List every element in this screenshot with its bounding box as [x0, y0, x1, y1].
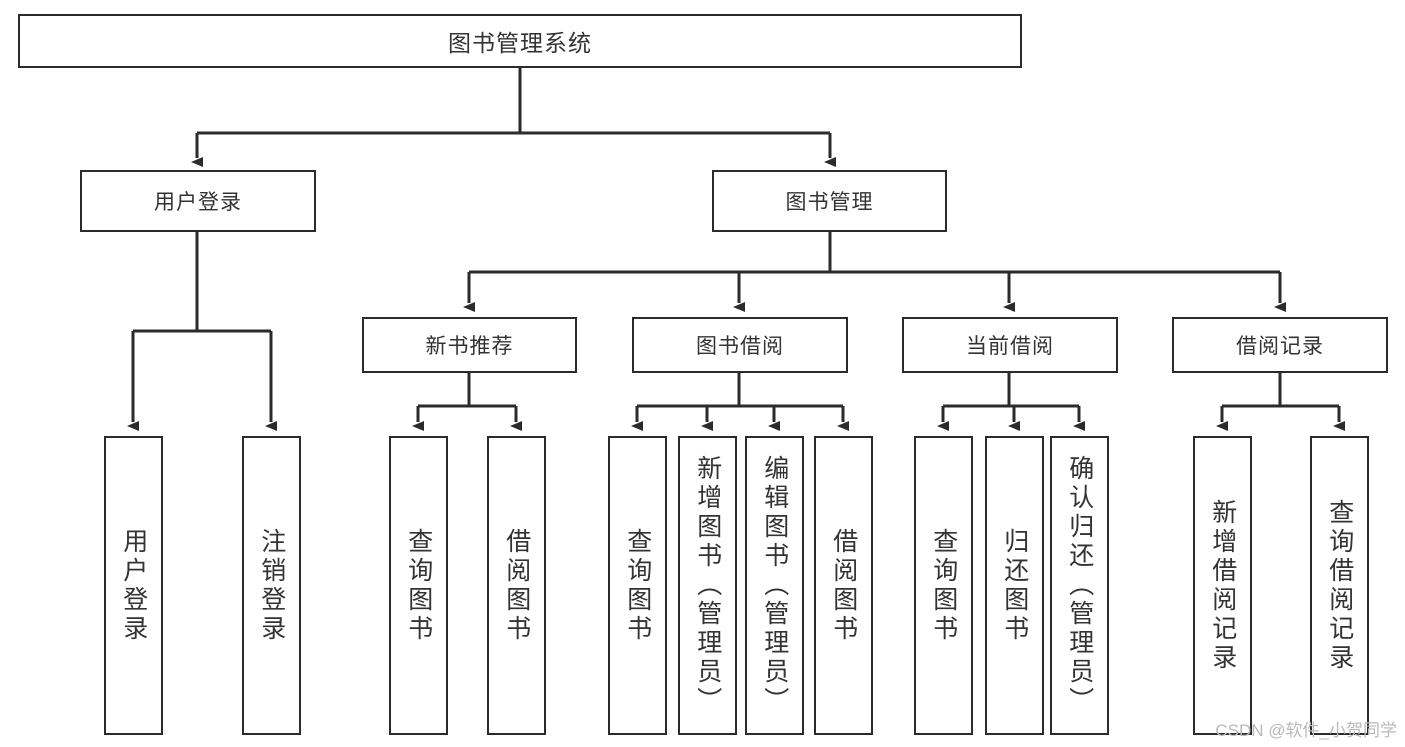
leaf-query-book-rec[interactable]: 查询图书: [389, 436, 448, 735]
node-new-book-recommend-label: 新书推荐: [425, 335, 514, 358]
node-book-manage[interactable]: 图书管理: [712, 170, 947, 232]
leaf-borrow-book-rec-label: 借阅图书: [502, 527, 531, 644]
node-current-borrow[interactable]: 当前借阅: [902, 317, 1118, 373]
node-borrow-record-label: 借阅记录: [1236, 335, 1324, 358]
node-borrow-record[interactable]: 借阅记录: [1172, 317, 1388, 373]
node-root[interactable]: 图书管理系统: [18, 14, 1022, 68]
node-book-borrow[interactable]: 图书借阅: [632, 317, 848, 373]
node-new-book-recommend[interactable]: 新书推荐: [362, 317, 577, 373]
leaf-confirm-return-label: 确认归还（管理员）: [1065, 455, 1094, 716]
leaf-return-book[interactable]: 归还图书: [985, 436, 1044, 735]
leaf-add-record[interactable]: 新增借阅记录: [1193, 436, 1252, 735]
leaf-logout[interactable]: 注销登录: [242, 436, 301, 735]
node-user-login-label: 用户登录: [154, 191, 242, 214]
node-user-login[interactable]: 用户登录: [80, 170, 316, 232]
leaf-query-book-borrow[interactable]: 查询图书: [608, 436, 667, 735]
leaf-edit-book[interactable]: 编辑图书（管理员）: [745, 436, 804, 735]
leaf-return-book-label: 归还图书: [1000, 527, 1029, 644]
leaf-borrow-book[interactable]: 借阅图书: [814, 436, 873, 735]
leaf-query-book-current-label: 查询图书: [929, 527, 958, 644]
leaf-edit-book-label: 编辑图书（管理员）: [760, 455, 789, 716]
node-book-manage-label: 图书管理: [785, 191, 874, 214]
leaf-borrow-book-label: 借阅图书: [829, 527, 858, 644]
leaf-add-book-label: 新增图书（管理员）: [693, 455, 722, 716]
leaf-query-book-rec-label: 查询图书: [404, 527, 433, 644]
leaf-query-record-label: 查询借阅记录: [1325, 498, 1354, 673]
leaf-user-login[interactable]: 用户登录: [104, 436, 163, 735]
leaf-confirm-return[interactable]: 确认归还（管理员）: [1050, 436, 1109, 735]
leaf-add-book[interactable]: 新增图书（管理员）: [678, 436, 737, 735]
node-current-borrow-label: 当前借阅: [966, 335, 1054, 358]
leaf-query-book-borrow-label: 查询图书: [623, 527, 652, 644]
leaf-borrow-book-rec[interactable]: 借阅图书: [487, 436, 546, 735]
node-book-borrow-label: 图书借阅: [696, 335, 784, 358]
leaf-query-record[interactable]: 查询借阅记录: [1310, 436, 1369, 735]
leaf-user-login-label: 用户登录: [119, 527, 148, 644]
leaf-query-book-current[interactable]: 查询图书: [914, 436, 973, 735]
leaf-logout-label: 注销登录: [257, 527, 286, 644]
watermark: CSDN @软件_小贺同学: [1215, 721, 1397, 740]
leaf-add-record-label: 新增借阅记录: [1208, 498, 1237, 673]
node-root-label: 图书管理系统: [448, 30, 592, 56]
